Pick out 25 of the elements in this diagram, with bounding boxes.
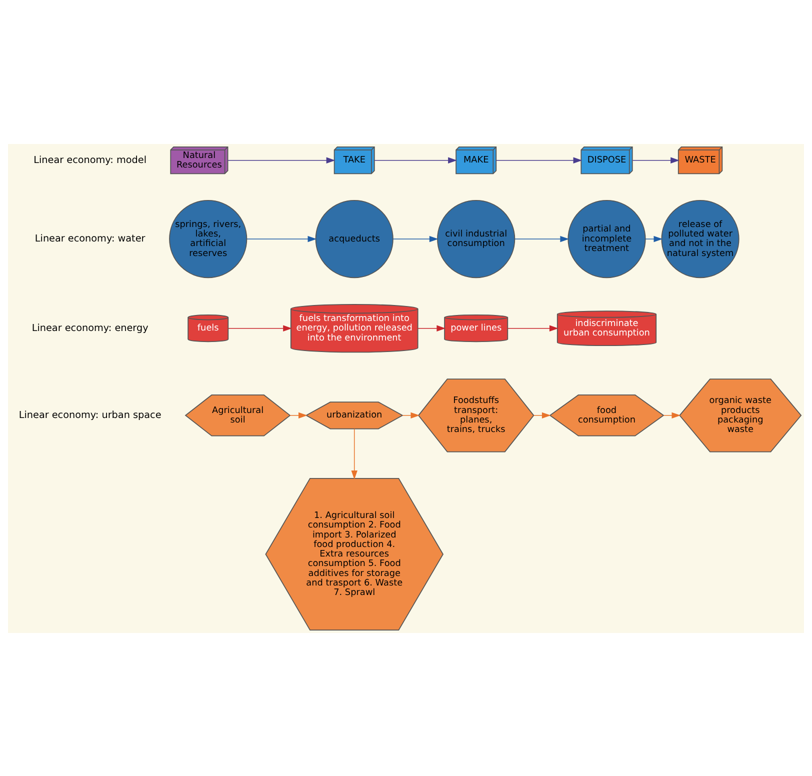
arrow xyxy=(533,412,551,418)
arrow xyxy=(507,324,558,331)
arrow xyxy=(290,412,308,418)
arrow xyxy=(246,235,317,242)
node-circle: springs, rivers, lakes, artificial reserves xyxy=(169,199,248,278)
label: Linear economy: urban space xyxy=(18,409,162,420)
arrow xyxy=(496,156,582,163)
arrow xyxy=(402,412,420,418)
label: Linear economy: water xyxy=(34,233,146,244)
arrow xyxy=(392,235,438,242)
node-circle: partial and incomplete treatment xyxy=(568,199,646,278)
arrow xyxy=(417,324,446,331)
arrow xyxy=(663,412,681,418)
arrow xyxy=(228,156,336,163)
node-circle: acqueducts xyxy=(315,199,394,278)
arrow xyxy=(228,324,292,331)
arrow xyxy=(645,235,663,242)
label: Linear economy: energy xyxy=(32,322,148,334)
label: Linear economy: model xyxy=(34,154,147,166)
arrow xyxy=(514,235,570,242)
node-circle: release of polluted water and not in the natural system xyxy=(661,199,740,278)
arrow xyxy=(351,428,358,479)
arrow xyxy=(374,156,457,163)
arrow xyxy=(632,156,680,163)
node-circle: civil industrial consumption xyxy=(437,199,516,278)
